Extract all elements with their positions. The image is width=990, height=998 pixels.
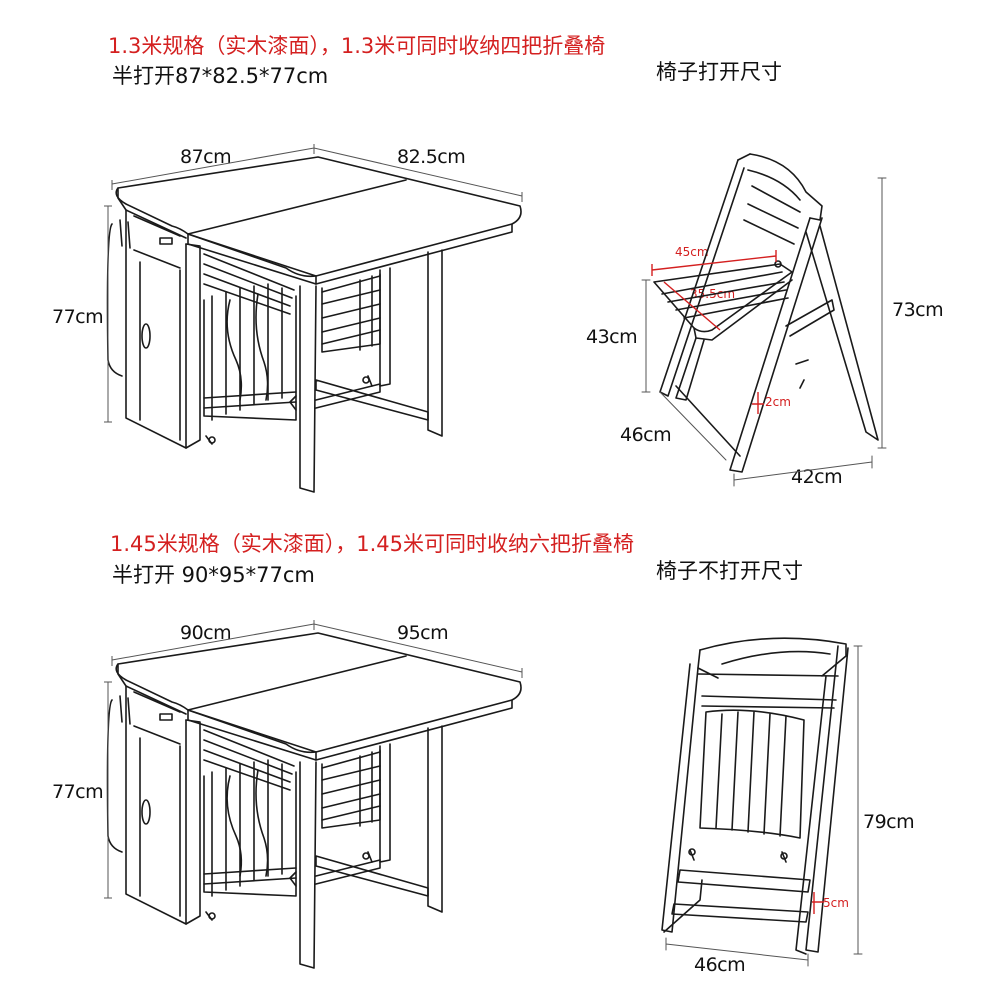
chair-seat-depth-label: 46cm <box>620 424 672 446</box>
table-width-label-1: 87cm <box>180 146 232 168</box>
table-width-label-2: 90cm <box>180 622 232 644</box>
chair-height-label-1: 73cm <box>892 299 944 321</box>
folded-chair-thickness-label: 5cm <box>823 896 849 910</box>
table-height-label-2: 77cm <box>52 781 104 803</box>
half-open-size-2: 半打开 90*95*77cm <box>112 563 315 587</box>
chair-seat-width-label: 45cm <box>675 245 709 259</box>
half-open-size-1: 半打开87*82.5*77cm <box>112 64 329 88</box>
spec-title-1: 1.3米规格（实木漆面），1.3米可同时收纳四把折叠椅 <box>108 34 606 58</box>
table-drawing-1 <box>106 156 522 493</box>
table-drawing-2 <box>106 632 522 969</box>
table-depth-label-1: 82.5cm <box>397 146 466 168</box>
spec-title-2: 1.45米规格（实木漆面），1.45米可同时收纳六把折叠椅 <box>110 532 635 556</box>
chair-base-width-label: 42cm <box>791 466 843 488</box>
folded-chair-red-dimension <box>812 892 824 914</box>
table-depth-label-2: 95cm <box>397 622 449 644</box>
chair-caption-2: 椅子不打开尺寸 <box>656 559 803 583</box>
folded-chair-width-label: 46cm <box>694 954 746 976</box>
chair-thickness-label-1: 2cm <box>765 395 791 409</box>
folded-chair-height-label: 79cm <box>863 811 915 833</box>
chair-caption-1: 椅子打开尺寸 <box>656 60 782 84</box>
chair-seat-height-label: 43cm <box>586 326 638 348</box>
table-height-label-1: 77cm <box>52 306 104 328</box>
open-chair-drawing <box>641 153 887 487</box>
open-chair-red-dimensions <box>651 250 777 414</box>
folded-chair-drawing <box>661 637 863 967</box>
